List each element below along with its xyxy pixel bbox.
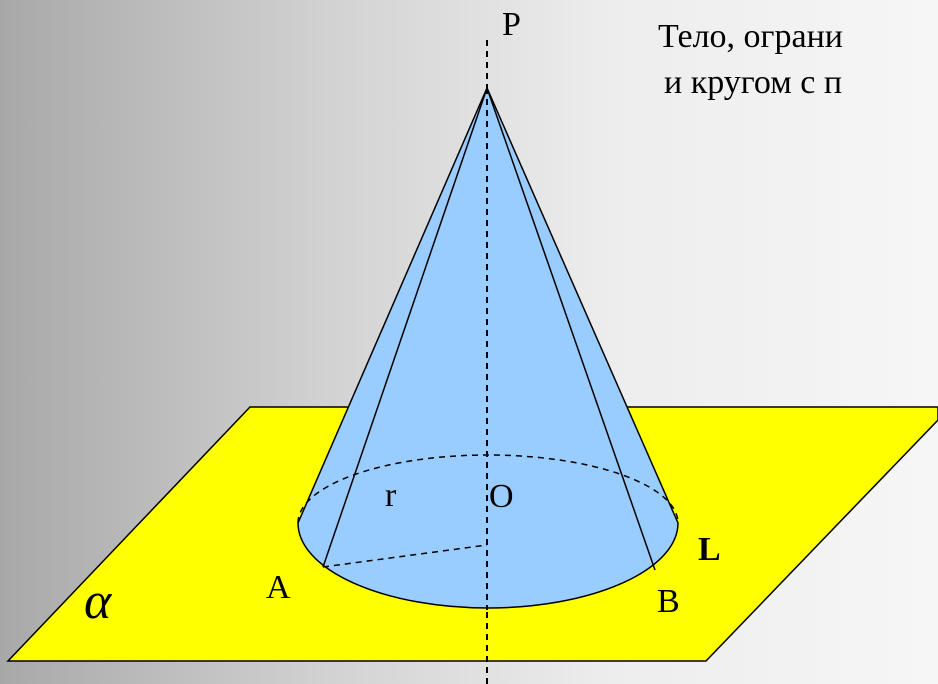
label-generatrix-l: L (698, 531, 721, 568)
caption-line-2: и кругом с п (664, 64, 843, 101)
generatrix-right (486, 87, 656, 571)
label-radius-r: r (385, 477, 397, 514)
generatrix-left (322, 87, 488, 568)
label-center-o: O (489, 478, 514, 515)
label-plane-alpha: α (84, 573, 112, 630)
base-hidden-arc (297, 454, 679, 524)
label-point-a: A (266, 569, 291, 606)
caption-line-1: Тело, ограни (658, 18, 843, 55)
label-point-b: B (657, 583, 680, 620)
cone-surface (297, 86, 679, 609)
label-apex-p: P (502, 6, 521, 43)
radius-line (322, 544, 488, 568)
